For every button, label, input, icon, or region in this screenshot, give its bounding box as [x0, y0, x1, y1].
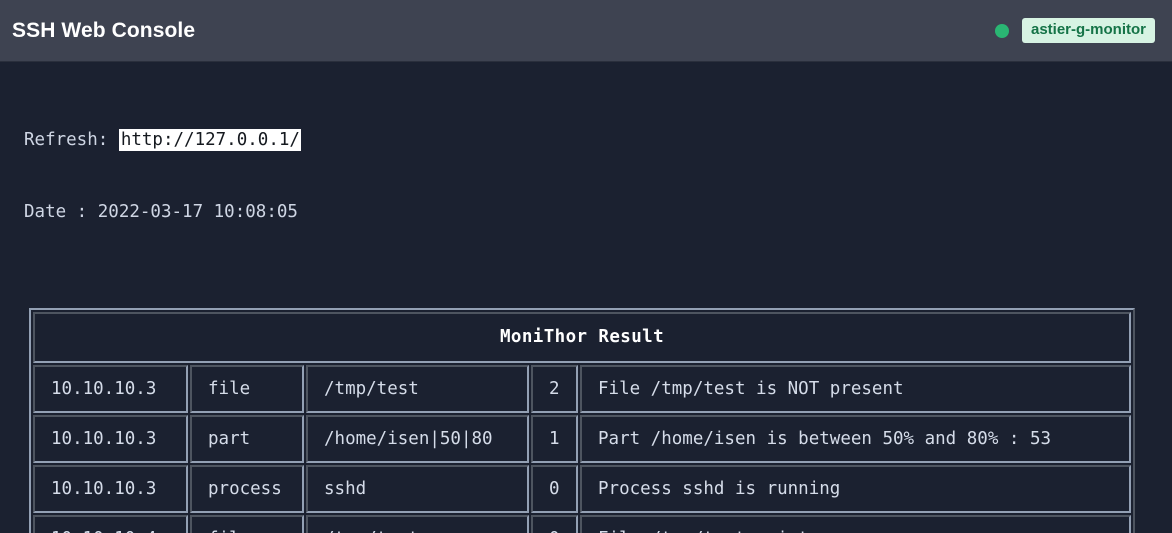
top-navbar: SSH Web Console astier-g-monitor [0, 0, 1172, 62]
cell-target: /home/isen|50|80 [306, 415, 529, 463]
monithor-result-table: MoniThor Result 10.10.10.3 file /tmp/tes… [29, 308, 1135, 533]
table-head: MoniThor Result [33, 312, 1131, 363]
refresh-line: Refresh: http://127.0.0.1/ [24, 128, 1172, 152]
table-row: 10.10.10.3 part /home/isen|50|80 1 Part … [33, 415, 1131, 463]
online-status-dot [994, 23, 1009, 38]
cell-target: /tmp/test [306, 365, 529, 413]
cell-type: file [190, 515, 304, 533]
cell-code: 1 [531, 415, 578, 463]
date-line: Date : 2022-03-17 10:08:05 [24, 202, 298, 222]
meta-block: Refresh: http://127.0.0.1/ Date : 2022-0… [0, 80, 1172, 272]
cell-type: file [190, 365, 304, 413]
navbar-status-group: astier-g-monitor [994, 17, 1155, 44]
cell-message: Process sshd is running [580, 465, 1131, 513]
cell-message: File /tmp/test is NOT present [580, 365, 1131, 413]
cell-host: 10.10.10.3 [33, 465, 188, 513]
refresh-label: Refresh: [24, 130, 119, 150]
table-row: 10.10.10.3 file /tmp/test 2 File /tmp/te… [33, 365, 1131, 413]
cell-host: 10.10.10.3 [33, 415, 188, 463]
cell-message: Part /home/isen is between 50% and 80% :… [580, 415, 1131, 463]
cell-type: part [190, 415, 304, 463]
cell-target: /tmp/test [306, 515, 529, 533]
cell-code: 0 [531, 515, 578, 533]
result-table-wrapper: MoniThor Result 10.10.10.3 file /tmp/tes… [0, 272, 1172, 533]
cell-code: 2 [531, 365, 578, 413]
table-body: 10.10.10.3 file /tmp/test 2 File /tmp/te… [33, 365, 1131, 533]
table-row: 10.10.10.4 file /tmp/test 0 File /tmp/te… [33, 515, 1131, 533]
cell-message: File /tmp/test exist [580, 515, 1131, 533]
table-title: MoniThor Result [33, 312, 1131, 363]
cell-type: process [190, 465, 304, 513]
console-body: Refresh: http://127.0.0.1/ Date : 2022-0… [0, 62, 1172, 533]
cell-target: sshd [306, 465, 529, 513]
table-title-row: MoniThor Result [33, 312, 1131, 363]
cell-host: 10.10.10.4 [33, 515, 188, 533]
refresh-url-link[interactable]: http://127.0.0.1/ [118, 129, 301, 151]
host-badge[interactable]: astier-g-monitor [1021, 17, 1155, 44]
table-row: 10.10.10.3 process sshd 0 Process sshd i… [33, 465, 1131, 513]
cell-host: 10.10.10.3 [33, 365, 188, 413]
cell-code: 0 [531, 465, 578, 513]
page-title: SSH Web Console [12, 18, 196, 42]
